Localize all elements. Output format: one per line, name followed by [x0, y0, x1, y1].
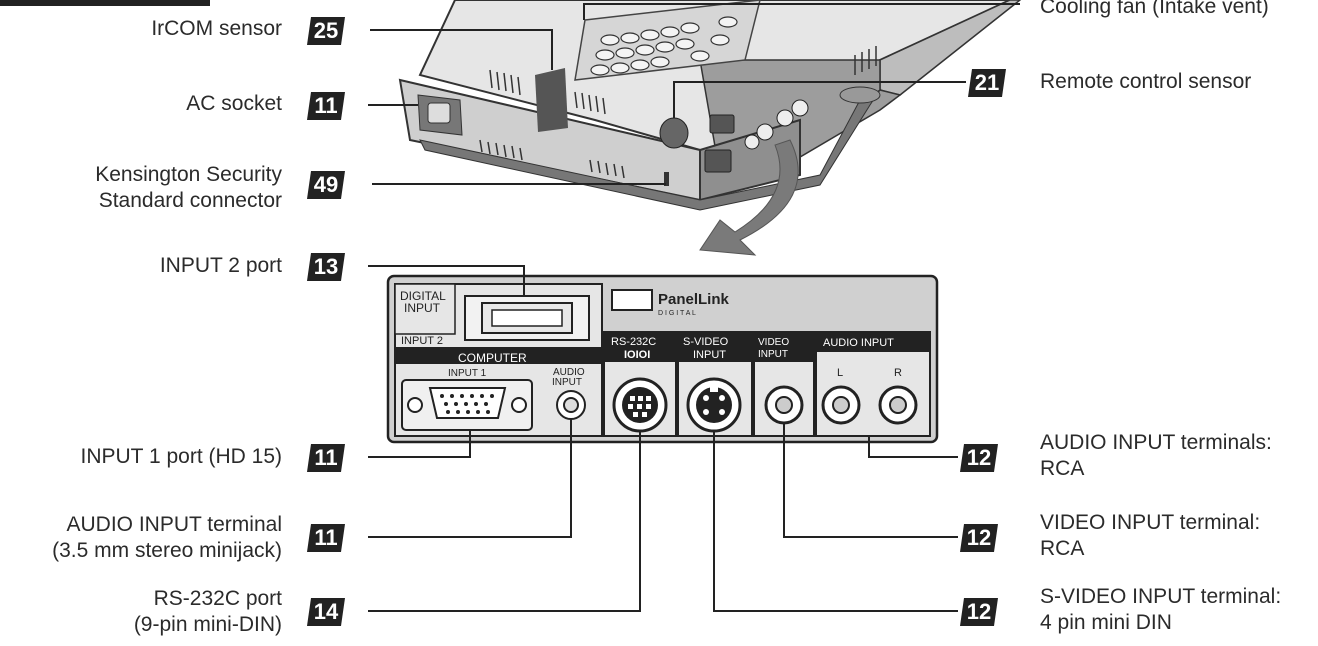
panel-computer-label: COMPUTER — [458, 351, 527, 365]
panel-digital-label: DIGITAL — [400, 289, 446, 303]
page-badge-input2: 13 — [305, 252, 347, 282]
kensington-label-line2: Standard connector — [98, 189, 282, 212]
panel-audio-input-small-label: INPUT — [552, 377, 582, 388]
page-badge-kensington: 49 — [305, 170, 347, 200]
panel-r-label: R — [894, 367, 902, 379]
panel-input1-label: INPUT 1 — [448, 368, 487, 379]
rs232c-port-label-line1: RS-232C port — [153, 587, 282, 610]
panellink-sub-label: D I G I T A L — [658, 310, 696, 317]
panel-rs232c-label: RS-232C — [611, 336, 656, 348]
page-badge-ac: 11 — [305, 91, 347, 121]
remote-sensor-label: Remote control sensor — [1040, 70, 1252, 93]
panel-labels: DIGITAL INPUT INPUT 2 COMPUTER INPUT 1 A… — [400, 289, 902, 388]
panel-rs-symbol: IOIOI — [624, 349, 650, 361]
panel-audio-small-label: AUDIO — [553, 367, 585, 378]
curved-arrow — [699, 139, 799, 256]
rs232c-port-label-line2: (9-pin mini-DIN) — [133, 613, 282, 636]
panel-input2-label: INPUT 2 — [401, 335, 443, 347]
projector-illustration — [398, 0, 1022, 211]
ac-socket-label: AC socket — [186, 92, 282, 115]
page-badge-video-terminal: 12 — [958, 523, 1000, 553]
svideo-terminal-label-line2: 4 pin mini DIN — [1040, 611, 1172, 634]
video-terminal-label-line2: RCA — [1040, 537, 1085, 560]
header-bar — [0, 0, 210, 6]
panellink-label: PanelLink — [658, 291, 730, 308]
input2-port-label: INPUT 2 port — [159, 254, 282, 277]
audio-input-terminal-label-line1: AUDIO INPUT terminal — [66, 513, 283, 536]
panel-video-label: VIDEO — [758, 337, 789, 348]
video-terminal-label-line1: VIDEO INPUT terminal: — [1040, 511, 1261, 534]
panel-svideo-label: S-VIDEO — [683, 336, 729, 348]
cooling-fan-label: Cooling fan (Intake vent) — [1040, 0, 1269, 18]
page-badge-rs232c: 14 — [305, 597, 347, 627]
panel-l-label: L — [837, 367, 843, 379]
page-badge-svideo-terminal: 12 — [958, 597, 1000, 627]
panel-input-label: INPUT — [404, 301, 441, 315]
audio-terminals-label-line2: RCA — [1040, 457, 1085, 480]
page-badge-ircom: 25 — [305, 16, 347, 46]
input1-port-label: INPUT 1 port (HD 15) — [80, 445, 283, 468]
svideo-terminal-label-line1: S-VIDEO INPUT terminal: — [1040, 585, 1282, 608]
audio-input-terminal-label-line2: (3.5 mm stereo minijack) — [52, 539, 282, 562]
page-badge-remote: 21 — [966, 68, 1008, 98]
page-badge-audio-terminals: 12 — [958, 443, 1000, 473]
panel-video-input-label: INPUT — [758, 349, 788, 360]
rear-panel-illustration — [386, 274, 939, 444]
kensington-label-line1: Kensington Security — [95, 163, 282, 186]
audio-terminals-label-line1: AUDIO INPUT terminals: — [1040, 431, 1272, 454]
page-badge-input1: 11 — [305, 443, 347, 473]
leader-lines — [368, 3, 1020, 612]
page-badge-audio-input: 11 — [305, 523, 347, 553]
panel-svideo-input-label: INPUT — [693, 349, 726, 361]
ircom-sensor-label: IrCOM sensor — [151, 17, 282, 40]
panel-audio-input-label: AUDIO INPUT — [823, 337, 894, 349]
